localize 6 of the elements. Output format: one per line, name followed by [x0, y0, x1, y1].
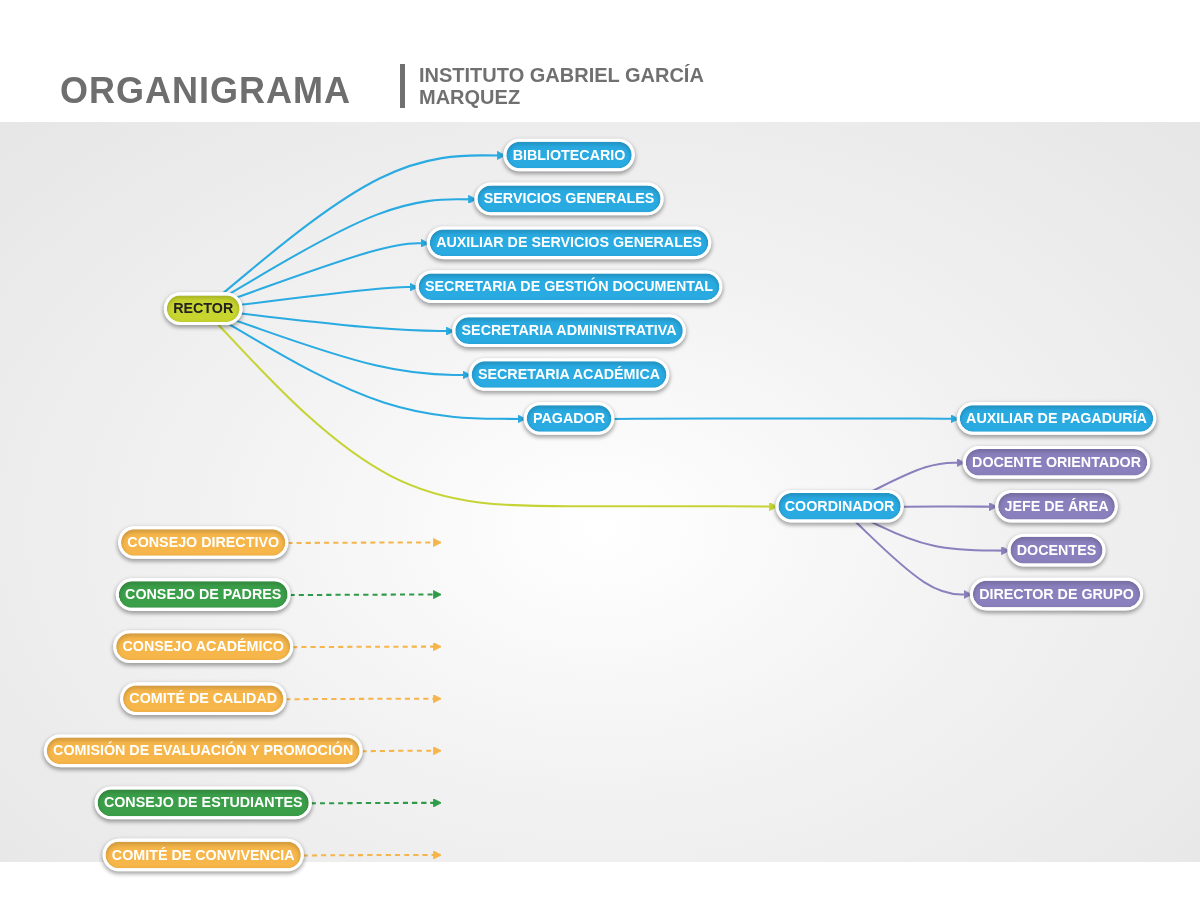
arrow: [287, 538, 442, 547]
diagram-title: ORGANIGRAMA: [60, 70, 351, 112]
arrow: [285, 694, 442, 704]
arrow: [292, 642, 442, 652]
institution-name: INSTITUTO GABRIEL GARCÍA MARQUEZ: [400, 64, 749, 108]
arrow: [361, 746, 442, 756]
